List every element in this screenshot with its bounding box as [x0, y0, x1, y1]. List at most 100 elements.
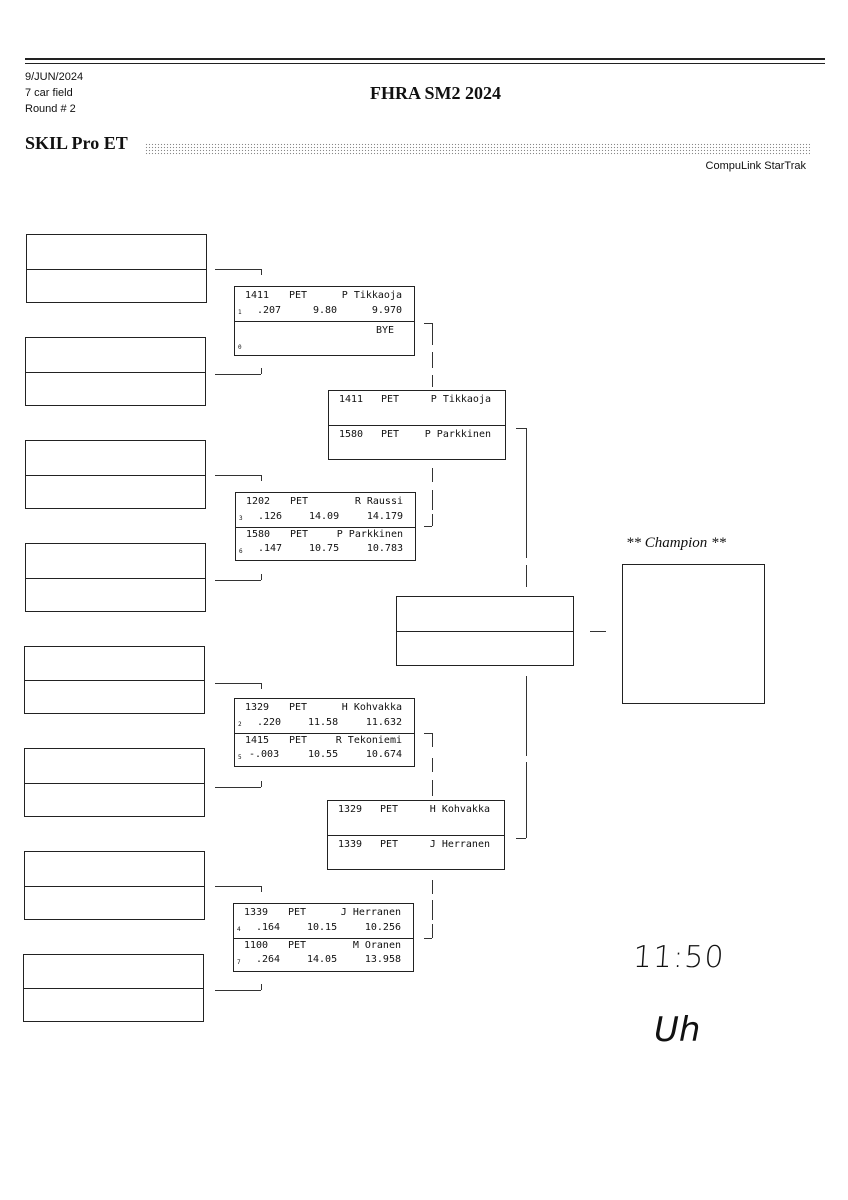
- class-code: PET: [381, 429, 400, 440]
- round2-match-4: 1339 PET J Herranen 4 .164 10.15 10.256 …: [233, 903, 414, 972]
- round2-match-2: 1202 PET R Raussi 3 .126 14.09 14.179 15…: [235, 492, 416, 561]
- dial-in: 10.15: [307, 922, 338, 933]
- class-code: PET: [380, 839, 399, 850]
- connector: [261, 368, 262, 374]
- car-number: 1580: [246, 528, 271, 540]
- connector: [432, 758, 433, 772]
- connector: [432, 352, 433, 368]
- dial-in: 10.75: [309, 542, 340, 554]
- lane-number: 6: [239, 547, 243, 555]
- connector: [590, 631, 606, 632]
- reaction-time: .264: [256, 953, 281, 965]
- connector: [526, 762, 527, 838]
- class-code: PET: [290, 496, 309, 507]
- connector: [432, 780, 433, 796]
- champion-box: [622, 564, 765, 704]
- connector: [432, 880, 433, 894]
- handwritten-time: 11:50: [631, 940, 726, 975]
- final-match-box: [396, 596, 574, 666]
- lane-number: 4: [237, 926, 241, 933]
- elapsed-time: 10.674: [365, 748, 402, 760]
- connector: [526, 676, 527, 756]
- reaction-time: .207: [257, 305, 282, 316]
- round1-empty-pair-3: [25, 440, 206, 509]
- dial-in: 9.80: [313, 305, 338, 316]
- round1-empty-pair-4: [25, 543, 206, 612]
- elapsed-time: 13.958: [364, 953, 401, 965]
- class-code: PET: [381, 394, 400, 405]
- event-title: FHRA SM2 2024: [370, 83, 502, 103]
- connector: [261, 886, 262, 892]
- driver-name: P Tikkaoja: [430, 394, 491, 405]
- round1-empty-pair-8: [23, 954, 204, 1022]
- round1-empty-pair-2: [25, 337, 206, 406]
- driver-name: P Tikkaoja: [341, 290, 402, 301]
- header-rule-top: [25, 58, 825, 60]
- elapsed-time: 9.970: [371, 305, 402, 316]
- connector: [432, 323, 433, 345]
- round-number: Round # 2: [25, 103, 76, 115]
- dial-in: 14.05: [307, 953, 338, 965]
- connector: [424, 323, 432, 324]
- dial-in: 11.58: [308, 717, 339, 728]
- reaction-time: .147: [258, 542, 283, 554]
- connector: [516, 838, 526, 839]
- round1-empty-pair-1: [26, 234, 207, 303]
- driver-name: P Parkkinen: [336, 528, 403, 540]
- driver-name: H Kohvakka: [341, 702, 402, 713]
- connector: [215, 580, 261, 581]
- event-date: 9/JUN/2024: [25, 71, 84, 83]
- round1-empty-pair-5: [24, 646, 205, 714]
- connector: [261, 984, 262, 990]
- handwritten-initials: Uh: [654, 1010, 701, 1050]
- lane-number: 0: [238, 344, 242, 351]
- connector: [215, 683, 261, 684]
- connector: [261, 781, 262, 787]
- driver-name: H Kohvakka: [429, 804, 490, 815]
- class-code: PET: [289, 290, 308, 301]
- car-number: 1329: [338, 804, 363, 815]
- car-number: 1411: [245, 290, 270, 301]
- connector: [516, 428, 526, 429]
- round2-match-3: 1329 PET H Kohvakka 2 .220 11.58 11.632 …: [234, 698, 415, 767]
- class-code: PET: [380, 804, 399, 815]
- elapsed-time: 10.256: [364, 922, 401, 933]
- dial-in: 10.55: [308, 748, 339, 760]
- connector: [215, 475, 261, 476]
- connector: [526, 565, 527, 587]
- connector: [432, 733, 433, 747]
- reaction-time: .220: [257, 717, 282, 728]
- reaction-time: .164: [256, 922, 281, 933]
- car-number: 1415: [245, 734, 270, 746]
- class-code: PET: [290, 528, 309, 540]
- connector: [424, 733, 432, 734]
- connector: [432, 924, 433, 938]
- elapsed-time: 11.632: [365, 717, 402, 728]
- class-code: PET: [289, 702, 308, 713]
- round1-empty-pair-6: [24, 748, 205, 817]
- connector: [526, 428, 527, 558]
- class-code: PET: [288, 939, 307, 951]
- connector: [261, 475, 262, 481]
- connector: [261, 683, 262, 689]
- connector: [424, 938, 432, 939]
- header-rule-bottom: [25, 63, 825, 64]
- driver-name: P Parkkinen: [424, 429, 491, 440]
- reaction-time: -.003: [249, 748, 280, 760]
- lane-number: 7: [237, 958, 241, 966]
- connector: [432, 490, 433, 510]
- connector: [432, 375, 433, 387]
- round1-empty-pair-7: [24, 851, 205, 920]
- class-code: PET: [288, 907, 307, 918]
- driver-name: R Tekoniemi: [335, 734, 402, 746]
- round3-match-1: 1411 PET P Tikkaoja 1580 PET P Parkkinen: [328, 390, 506, 460]
- lane-number: 2: [238, 721, 242, 728]
- car-number: 1100: [244, 939, 269, 951]
- car-number: 1202: [246, 496, 271, 507]
- connector: [215, 269, 261, 270]
- round2-match-1: 1411 PET P Tikkaoja 1 .207 9.80 9.970 BY…: [234, 286, 415, 356]
- reaction-time: .126: [258, 511, 283, 522]
- car-number: 1329: [245, 702, 270, 713]
- driver-name: BYE: [375, 325, 394, 336]
- connector: [261, 574, 262, 580]
